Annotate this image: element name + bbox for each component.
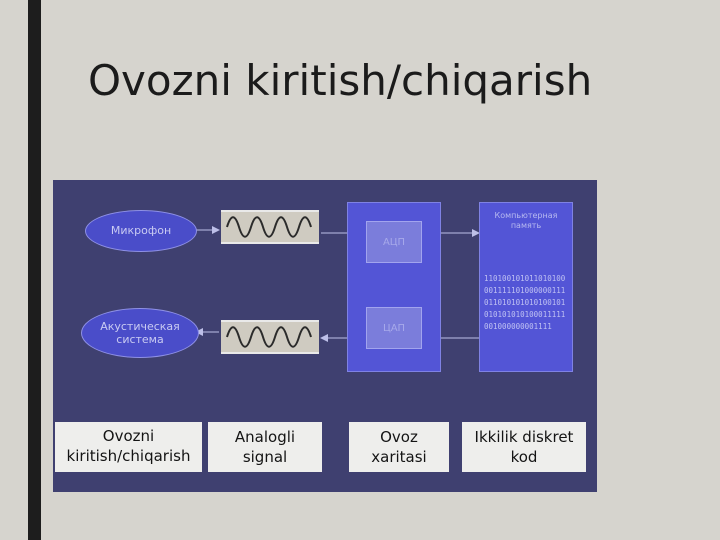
adc-chip: АЦП: [366, 221, 422, 263]
dac-label: ЦАП: [382, 322, 406, 334]
memory-bits: 1101001010110101000011111010000001110110…: [484, 274, 566, 331]
speaker-label: Акустическая система: [100, 319, 180, 346]
analog-wave-output: [221, 320, 319, 354]
adc-label: АЦП: [382, 236, 406, 248]
label-sound-card: Ovoz xaritasi: [349, 422, 449, 472]
speaker-ellipse: Акустическая система: [81, 308, 199, 358]
label-binary-code: Ikkilik diskret kod: [462, 422, 586, 472]
slide-title: Ovozni kiritish/chiqarish: [88, 56, 593, 105]
microphone-ellipse: Микрофон: [85, 210, 197, 252]
microphone-label: Микрофон: [110, 224, 172, 238]
sound-card-panel: АЦП ЦАП: [347, 202, 441, 372]
memory-panel: Компьютерная память 11010010101101010000…: [479, 202, 573, 372]
label-analog-signal: Analogli signal: [208, 422, 322, 472]
analog-wave-input: [221, 210, 319, 244]
waveform-icon: [226, 326, 312, 348]
memory-title: Компьютерная память: [494, 211, 558, 231]
label-input-output: Ovozni kiritish/chiqarish: [55, 422, 202, 472]
left-accent-bar: [28, 0, 41, 540]
dac-chip: ЦАП: [366, 307, 422, 349]
waveform-icon: [226, 216, 312, 238]
